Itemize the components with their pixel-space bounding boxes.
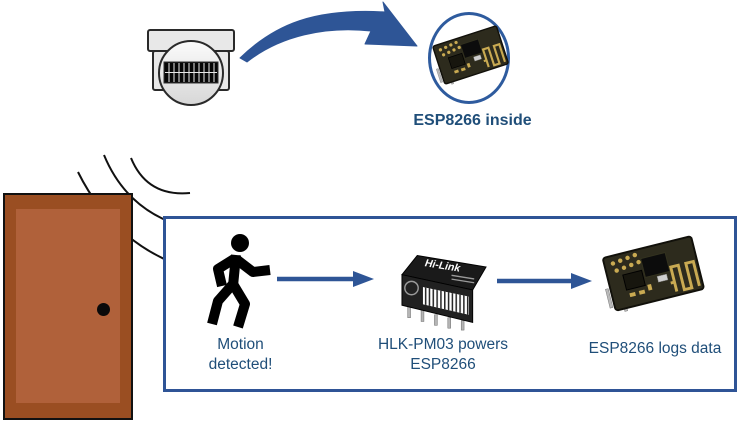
motion-caption-line2: detected! — [208, 356, 273, 373]
hlk-caption-line2: ESP8266 — [410, 356, 476, 373]
hlk-pm03-module-image: Hi-Link — [401, 255, 487, 331]
hlk-caption: HLK-PM03 powers ESP8266 — [363, 335, 523, 375]
esp-inside-label: ESP8266 inside — [413, 112, 532, 129]
flow-arrow-1 — [277, 271, 374, 287]
walking-person-icon — [207, 234, 271, 329]
esp8266-logger-image — [594, 234, 708, 319]
hlk-brand-text: Hi-Link — [424, 257, 462, 275]
pir-sensor-icon — [147, 29, 235, 106]
flow-arrow-2 — [497, 273, 592, 289]
flow-box: Motion detected! — [163, 216, 737, 392]
curved-arrow-icon — [239, 1, 418, 63]
motion-caption-line1: Motion — [217, 336, 264, 353]
hlk-logo-circle — [404, 280, 419, 296]
hlk-caption-line1: HLK-PM03 powers — [377, 336, 509, 353]
door-knob — [97, 303, 110, 316]
sensor-grille-slats — [165, 63, 217, 82]
esp-logs-caption-line1: ESP8266 logs data — [588, 340, 722, 357]
esp8266-module-image — [427, 24, 512, 91]
motion-caption: Motion detected! — [168, 335, 313, 375]
esp-logs-caption: ESP8266 logs data — [575, 339, 735, 359]
door — [3, 193, 133, 420]
esp8266-circle — [428, 12, 510, 104]
